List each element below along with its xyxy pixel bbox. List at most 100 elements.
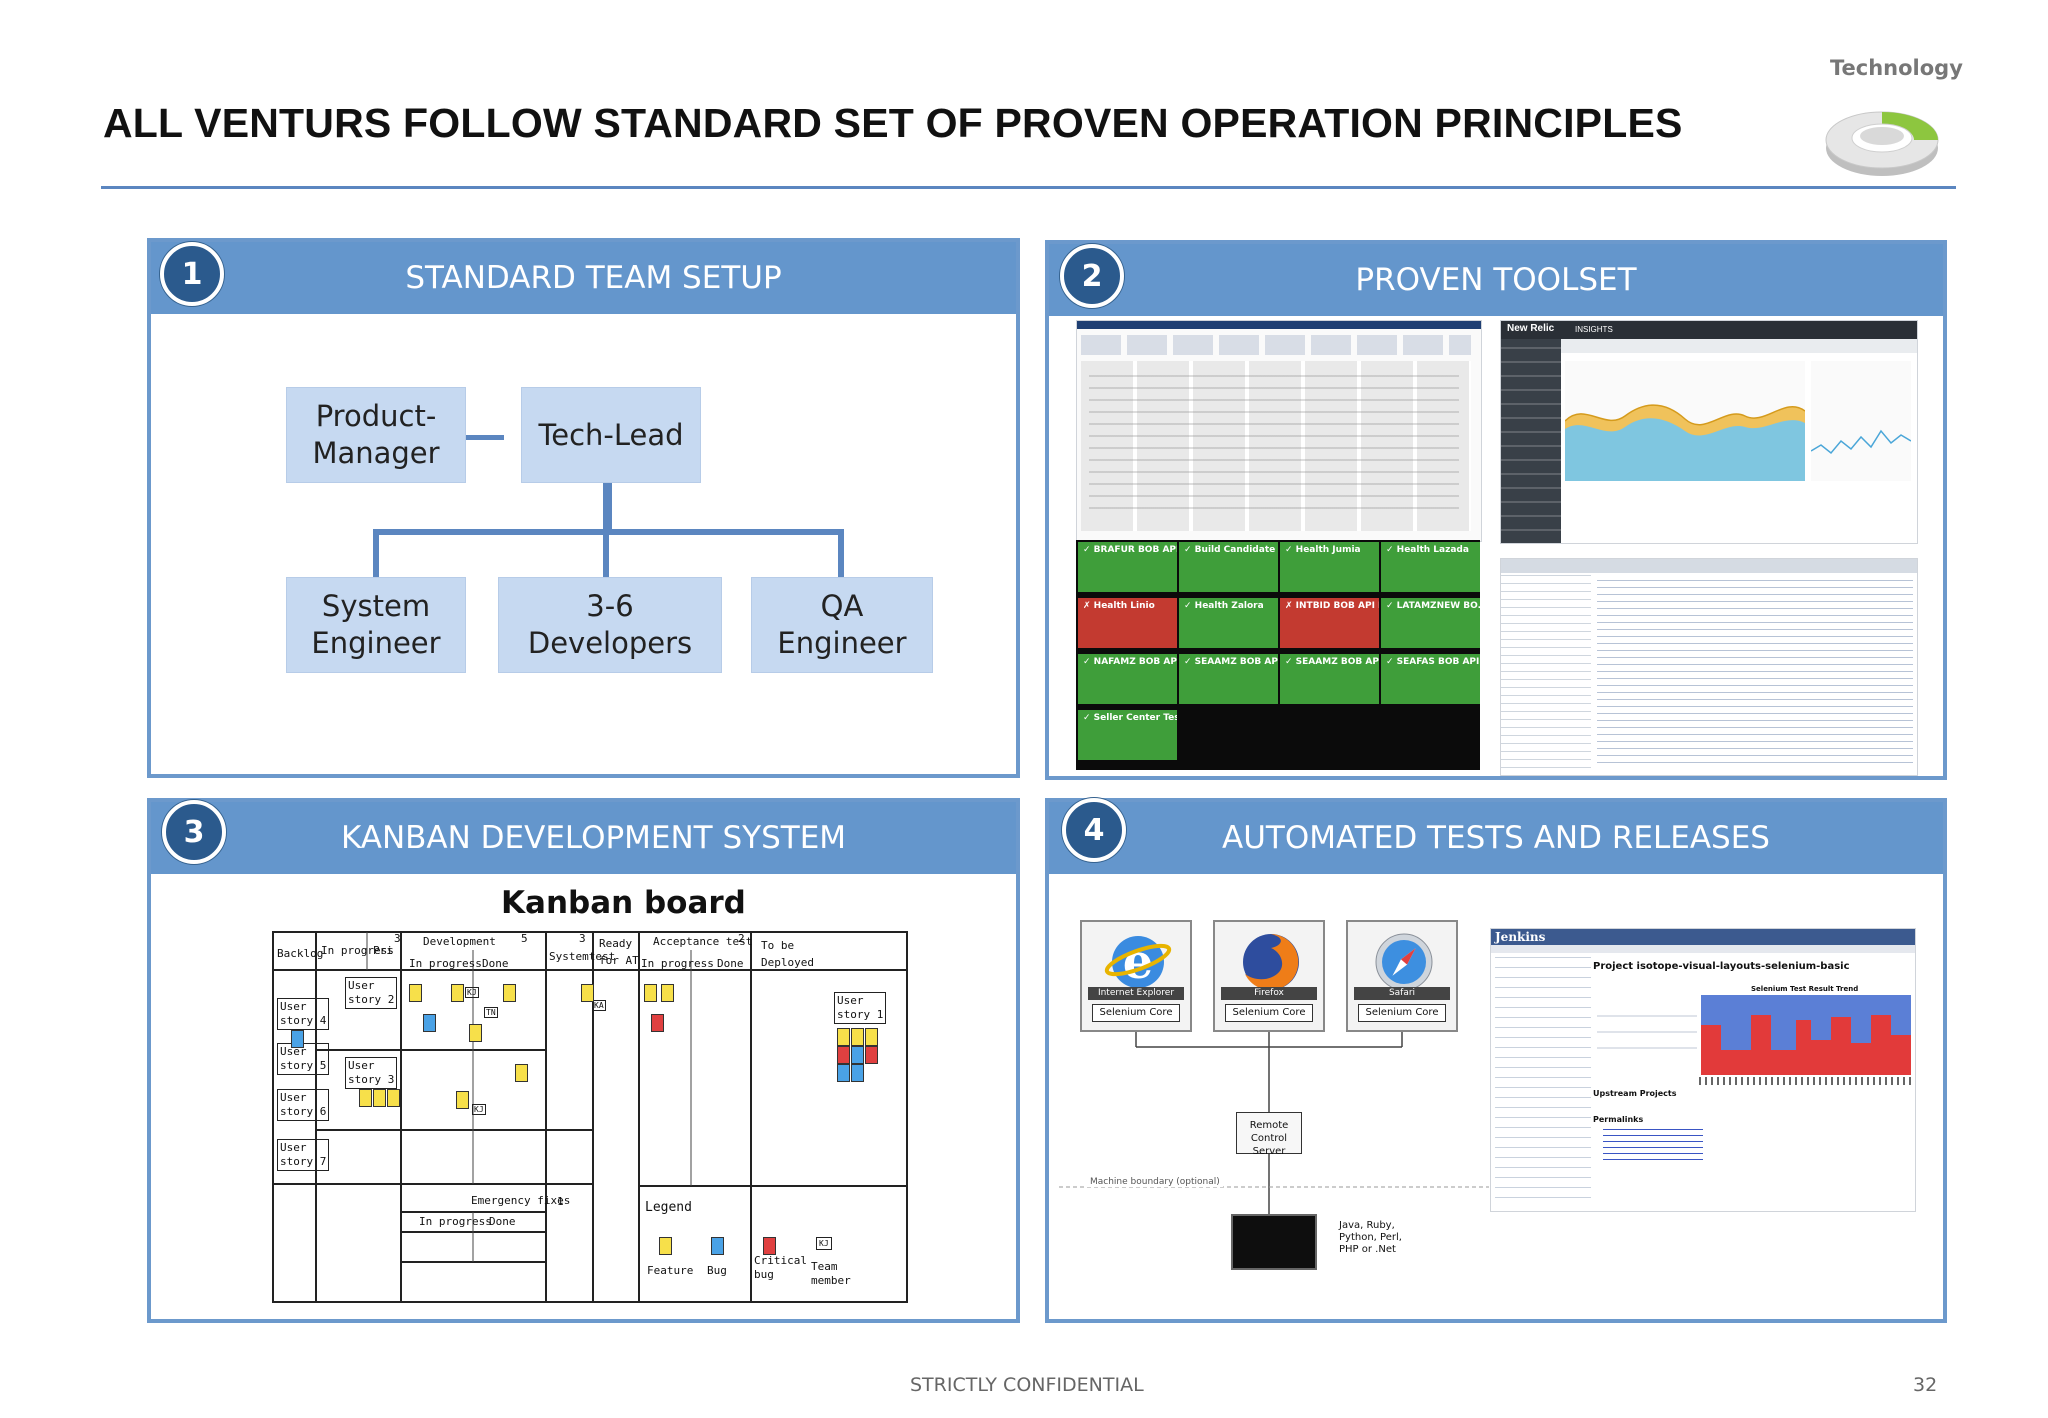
technology-logo-icon <box>1822 96 1942 180</box>
feature-card <box>409 984 422 1002</box>
em-in-progress: In progress <box>419 1215 492 1228</box>
critical-bug-card <box>865 1046 878 1064</box>
panel-title: AUTOMATED TESTS AND RELEASES <box>1222 820 1770 856</box>
col-pri: Pri <box>373 944 393 957</box>
backlog-story: User story 6 <box>277 1089 330 1121</box>
panel-number-badge: 4 <box>1062 798 1126 862</box>
bug-card <box>291 1030 304 1048</box>
feature-card <box>644 984 657 1002</box>
build-status-tile[interactable]: ✓ Seller Center Tests <box>1078 710 1177 760</box>
wip-pri: 3 <box>394 932 401 945</box>
selenium-core: Selenium Core <box>1225 1004 1313 1022</box>
kanban-title: Kanban board <box>501 885 746 921</box>
col-deployed: To be Deployed <box>761 939 814 969</box>
connector-drop-mid <box>603 529 609 577</box>
feature-card <box>503 984 516 1002</box>
feature-card <box>451 984 464 1002</box>
panel-title: PROVEN TOOLSET <box>1355 262 1637 298</box>
wip-dev: 5 <box>521 932 528 945</box>
acc-in-progress: In progress <box>641 957 714 970</box>
bug-card <box>851 1046 864 1064</box>
feature-card <box>373 1089 386 1107</box>
col-systemtest: Systemtest <box>549 950 616 963</box>
col-ready: Ready for AT <box>599 937 639 967</box>
connector-drop-right <box>838 529 844 577</box>
jenkins-screenshot: Jenkins Project isotope-visual-layouts-s… <box>1490 928 1916 1212</box>
feature-card <box>387 1089 400 1107</box>
emergency-fixes-label: Emergency fixes <box>471 1194 571 1207</box>
feature-card <box>851 1028 864 1046</box>
build-status-tile[interactable]: ✓ SEAAMZ BOB API <box>1179 654 1278 704</box>
panel-toolset: PROVEN TOOLSET ✓ BRAFUR BOB API...✓ Buil… <box>1045 240 1947 780</box>
legend-critical-swatch <box>763 1237 776 1255</box>
panel-title: STANDARD TEAM SETUP <box>405 260 782 296</box>
newrelic-logo: New Relic <box>1507 323 1555 334</box>
critical-bug-card <box>837 1046 850 1064</box>
legend-feature: Feature <box>647 1264 694 1277</box>
build-status-tile[interactable]: ✓ LATAMZNEW BO... <box>1381 598 1480 648</box>
feature-card <box>456 1091 469 1109</box>
feature-card <box>515 1064 528 1082</box>
build-status-tile[interactable]: ✗ Health Linio <box>1078 598 1177 648</box>
wip-acceptance: 2 <box>738 932 745 945</box>
panel-number-badge: 2 <box>1060 244 1124 308</box>
browser-name: Internet Explorer <box>1088 987 1184 1000</box>
build-status-tile[interactable]: ✓ Health Jumia <box>1280 542 1379 592</box>
story-card: User story 3 <box>345 1057 398 1089</box>
panel-header: KANBAN DEVELOPMENT SYSTEM <box>151 802 1016 874</box>
build-status-tile[interactable]: ✓ BRAFUR BOB API... <box>1078 542 1177 592</box>
internet-explorer-icon: e <box>1104 930 1172 994</box>
connector-drop-left <box>373 529 379 577</box>
section-tag: Technology <box>1830 56 1963 80</box>
browser-name: Safari <box>1354 987 1450 1000</box>
panel-title: KANBAN DEVELOPMENT SYSTEM <box>340 820 847 856</box>
selenium-core: Selenium Core <box>1092 1004 1180 1022</box>
browser-name: Firefox <box>1221 987 1317 1000</box>
build-status-tile[interactable]: ✓ Build Candidate <box>1179 542 1278 592</box>
firefox-icon <box>1237 930 1305 994</box>
feature-card <box>359 1089 372 1107</box>
upstream-projects: Upstream Projects <box>1593 1089 1677 1098</box>
legend-team-member: Team member <box>811 1260 851 1287</box>
build-status-tile[interactable]: ✗ INTBID BOB API D... <box>1280 598 1379 648</box>
page-number: 32 <box>1913 1374 1938 1396</box>
browser-safari: Safari Selenium Core <box>1346 920 1458 1032</box>
feature-card <box>837 1028 850 1046</box>
team-member-tag: KJ <box>472 1104 486 1115</box>
build-status-tile[interactable]: ✓ SEAAMZ BOB API... <box>1280 654 1379 704</box>
wip-emergency: 1 <box>557 1195 564 1208</box>
build-monitor: ✓ BRAFUR BOB API...✓ Build Candidate✓ He… <box>1076 540 1480 770</box>
legend-feature-swatch <box>659 1237 672 1255</box>
build-status-tile[interactable]: ✓ Health Lazada <box>1381 542 1480 592</box>
remote-control-server: Remote Control Server <box>1236 1112 1302 1157</box>
jenkins-logo: Jenkins <box>1495 930 1546 944</box>
role-system-engineer: System Engineer <box>286 577 466 673</box>
confidential-label: STRICTLY CONFIDENTIAL <box>910 1374 1144 1396</box>
team-member-tag: TN <box>484 1007 498 1018</box>
feature-card <box>661 984 674 1002</box>
build-status-tile[interactable]: ✓ SEAFAS BOB API <box>1381 654 1480 704</box>
backlog-story: User story 7 <box>277 1139 330 1171</box>
dev-in-progress: In progress <box>409 957 482 970</box>
build-status-tile[interactable]: ✓ Health Zalora <box>1179 598 1278 648</box>
client-terminal-icon <box>1231 1214 1317 1270</box>
safari-icon <box>1370 930 1438 994</box>
svg-text:e: e <box>1123 934 1154 990</box>
feature-card <box>469 1024 482 1042</box>
jira-board-screenshot <box>1076 320 1482 542</box>
role-developers: 3-6 Developers <box>498 577 722 673</box>
panel-header: STANDARD TEAM SETUP <box>151 242 1016 314</box>
legend-title: Legend <box>645 1200 692 1215</box>
browser-ie: e Internet Explorer Selenium Core <box>1080 920 1192 1032</box>
bug-card <box>851 1064 864 1082</box>
connector-vertical <box>603 480 612 534</box>
panel-header: PROVEN TOOLSET <box>1049 244 1943 316</box>
team-member-tag: KJ <box>465 987 479 998</box>
legend-critical-bug: Critical bug <box>754 1254 807 1281</box>
bug-card <box>837 1064 850 1082</box>
newrelic-insights: INSIGHTS <box>1575 325 1613 334</box>
permalinks: Permalinks <box>1593 1115 1644 1124</box>
team-member-tag: KA <box>592 1000 606 1011</box>
panel-automation: AUTOMATED TESTS AND RELEASES e Internet … <box>1045 798 1947 1323</box>
build-status-tile[interactable]: ✓ NAFAMZ BOB API <box>1078 654 1177 704</box>
